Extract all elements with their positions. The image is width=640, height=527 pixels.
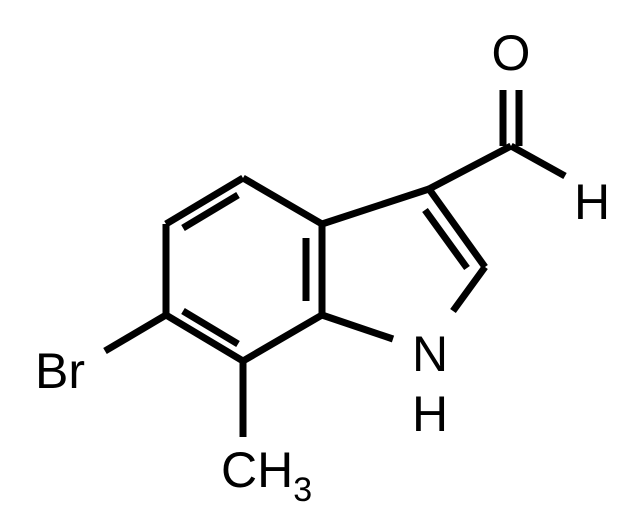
atom-aldehyde-hydrogen: H (574, 174, 610, 230)
bond-c3-cho (427, 142, 513, 193)
atom-bromine: Br (35, 343, 85, 399)
bromo-substituent: Br (35, 311, 168, 399)
methyl-carbon-label: CH3 (221, 442, 312, 509)
aldehyde-group: O H (427, 25, 610, 230)
benzene-ring (162, 174, 326, 365)
bond-c3a-c4 (241, 174, 324, 228)
atom-nitrogen: N (412, 326, 448, 382)
bond-c3-c2 (426, 186, 488, 270)
bond-c7-c7a (241, 311, 324, 365)
bond-c4-c5 (164, 174, 245, 228)
double-bond-c6-c7-inner (181, 307, 240, 348)
pyrrole-ring (320, 185, 488, 343)
bond-c6-c7 (164, 311, 245, 365)
methyl-substituent: CH3 (221, 361, 312, 509)
bond-c2-n1 (450, 264, 488, 314)
atom-nh-hydrogen: H (412, 386, 448, 442)
bond-cho-h (509, 142, 567, 180)
atom-oxygen: O (492, 25, 531, 81)
methyl-subscript: 3 (293, 471, 312, 509)
bond-c6-br (103, 311, 168, 355)
bond-n1-c7a (320, 311, 395, 343)
methyl-ch-text: CH (221, 442, 293, 498)
double-bond-c4-c5-inner (181, 191, 240, 232)
nh-group: N H (412, 326, 448, 442)
double-bond-c3-c2-inner (422, 207, 470, 271)
bond-c3a-c3 (320, 185, 431, 228)
